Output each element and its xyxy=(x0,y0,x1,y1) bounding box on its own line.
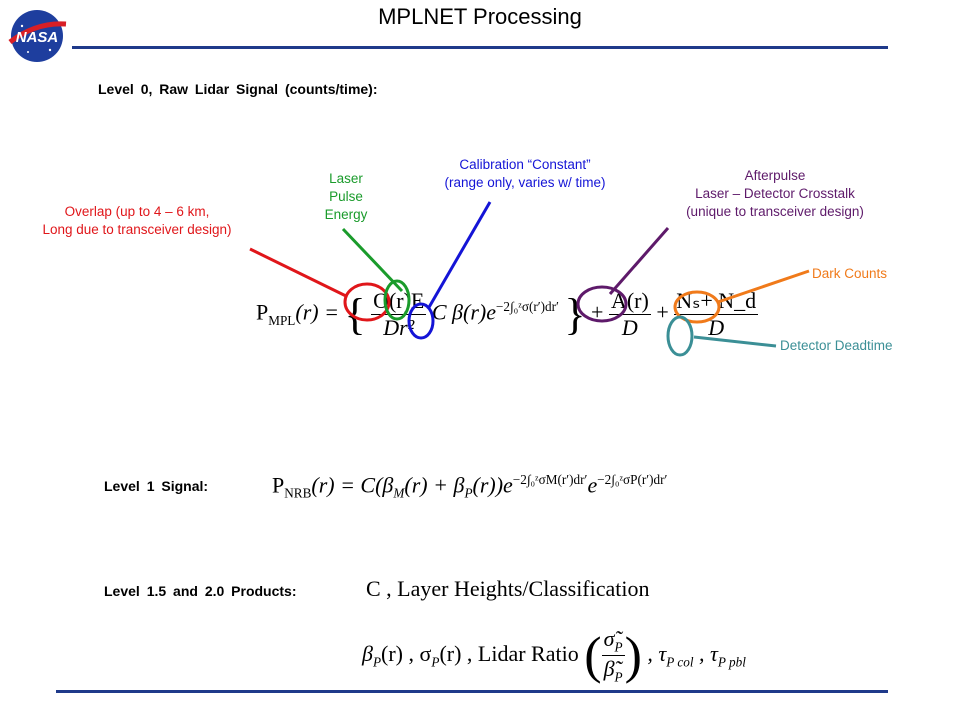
afterpulse-pointer xyxy=(608,227,670,295)
dark-counts-pointer xyxy=(717,269,810,304)
dark-counts-oval xyxy=(673,290,721,324)
nasa-logo-text: NASA xyxy=(16,29,59,46)
calibration-oval xyxy=(407,302,435,340)
level1-header: Level 1 Signal: xyxy=(104,478,209,494)
calibration-pointer xyxy=(426,201,492,310)
dark-counts-label: Dark Counts xyxy=(812,266,888,281)
deadtime-oval xyxy=(666,315,694,357)
deadtime-pointer xyxy=(693,335,777,348)
nasa-logo: NASA xyxy=(8,10,67,62)
calibration-label: Calibration “Constant”(range only, varie… xyxy=(444,157,606,190)
laser-pointer xyxy=(341,227,404,293)
bottom-rule xyxy=(56,690,888,693)
page-title: MPLNET Processing xyxy=(378,4,582,29)
level1-equation: PNRB(r) = C(βM(r) + βP(r))e−2∫₀ᶻσM(r′)dr… xyxy=(272,472,668,501)
overlap-pointer xyxy=(249,247,347,298)
detector-deadtime-label: Detector Deadtime xyxy=(780,338,893,353)
afterpulse-oval xyxy=(576,285,628,323)
laser-oval xyxy=(383,279,411,321)
level15-header: Level 1.5 and 2.0 Products: xyxy=(104,583,297,599)
products-line1: C , Layer Heights/Classification xyxy=(366,576,650,601)
overlap-label: Overlap (up to 4 – 6 km,Long due to tran… xyxy=(42,204,232,237)
top-rule xyxy=(72,46,888,49)
level0-header: Level 0, Raw Lidar Signal (counts/time): xyxy=(98,81,378,97)
overlap-oval xyxy=(343,282,391,322)
